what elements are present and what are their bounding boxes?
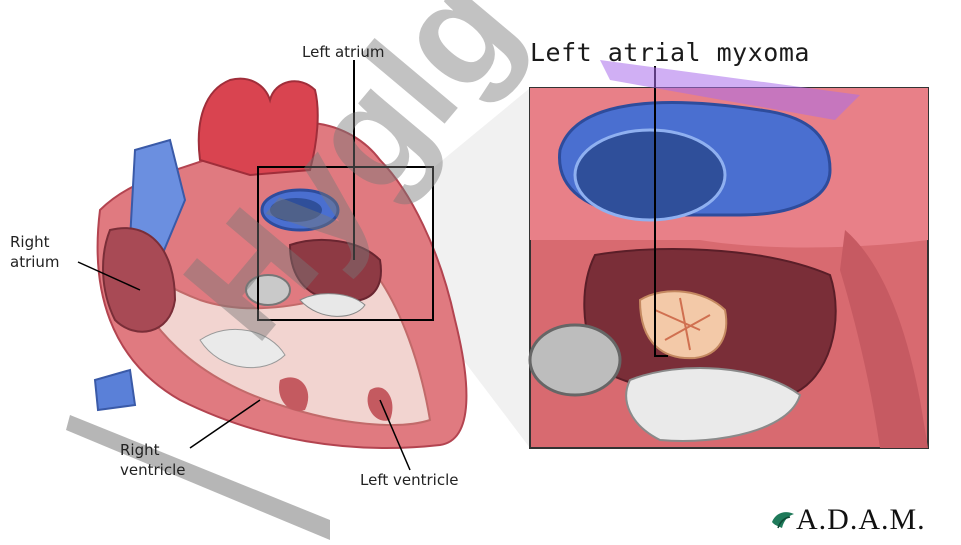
inset-vessel-lumen — [573, 128, 727, 222]
papillary-muscle — [279, 377, 309, 411]
leaf-logo-icon — [772, 512, 794, 529]
inset-chordae — [625, 367, 802, 442]
tumor-texture — [654, 297, 711, 351]
chordae-small — [299, 293, 366, 317]
papillary-muscle-left — [367, 387, 393, 421]
zoom-region-box — [257, 166, 434, 321]
right-atrium-pointer — [77, 261, 141, 291]
right-ventricle-pointer — [189, 399, 261, 449]
adam-logo-text: A.D.A.M. — [796, 503, 926, 536]
inferior-vena-cava — [93, 368, 137, 412]
aorta — [197, 77, 319, 177]
inset-title: Left atrial myxoma — [530, 38, 810, 67]
myxoma-pointer — [654, 66, 668, 357]
label-left-ventricle: Left ventricle — [360, 471, 459, 489]
inset-wall-right — [840, 230, 928, 448]
left-atrium-small — [288, 239, 382, 302]
watermark-purple-stroke — [600, 60, 860, 120]
left-ventricle-pointer — [379, 399, 411, 471]
label-left-atrium: Left atrium — [302, 43, 385, 61]
myxoma-tumor — [638, 290, 728, 360]
right-atrium — [102, 227, 177, 333]
inset-valve — [528, 323, 622, 397]
label-right-ventricle-line2: ventricle — [120, 461, 186, 479]
tricuspid-chordae — [199, 328, 286, 368]
pulmonary-vessel-lumen — [270, 198, 322, 222]
vena-cava — [128, 138, 187, 262]
label-right-atrium-line1: Right — [10, 233, 50, 251]
label-right-atrium-line2: atrium — [10, 253, 60, 271]
zoom-projection — [433, 88, 530, 448]
watermark-stroke — [66, 415, 330, 540]
label-right-ventricle-line1: Right — [120, 441, 160, 459]
